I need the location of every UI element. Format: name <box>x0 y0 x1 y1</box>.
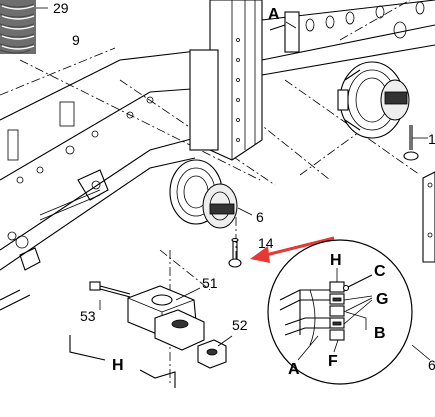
callout-1: 1 <box>428 131 435 147</box>
detail-g: G <box>376 291 388 308</box>
spring-roll <box>0 0 48 54</box>
detail-side-6: 6 <box>428 357 435 373</box>
detail-b: B <box>374 325 386 342</box>
clamp-assembly <box>89 281 233 369</box>
bolt-right <box>403 125 428 161</box>
detail-c: C <box>374 263 386 280</box>
leader-a-top <box>285 21 297 29</box>
callout-29: 29 <box>53 0 69 16</box>
pointer-arrow <box>250 236 335 263</box>
left-frame-rail <box>0 49 206 311</box>
detail-h: H <box>330 252 342 269</box>
right-roller <box>337 61 410 139</box>
vertical-post <box>189 0 263 161</box>
callout-51: 51 <box>202 275 218 291</box>
center-roller <box>169 159 253 229</box>
callout-9: 9 <box>72 32 80 48</box>
screw-14 <box>228 237 242 268</box>
callout-52: 52 <box>232 317 248 333</box>
right-top-rail <box>261 0 435 76</box>
detail-a: A <box>288 361 300 378</box>
callout-6: 6 <box>256 209 264 225</box>
callout-a-top: A <box>268 6 280 23</box>
detail-f: F <box>328 353 338 370</box>
callout-h-bottom: H <box>112 357 124 374</box>
bracket-h <box>69 335 176 388</box>
right-bracket <box>422 171 435 263</box>
detail-view <box>267 239 431 385</box>
centerlines <box>0 0 421 385</box>
callout-53: 53 <box>80 308 96 324</box>
callout-14: 14 <box>258 235 274 251</box>
